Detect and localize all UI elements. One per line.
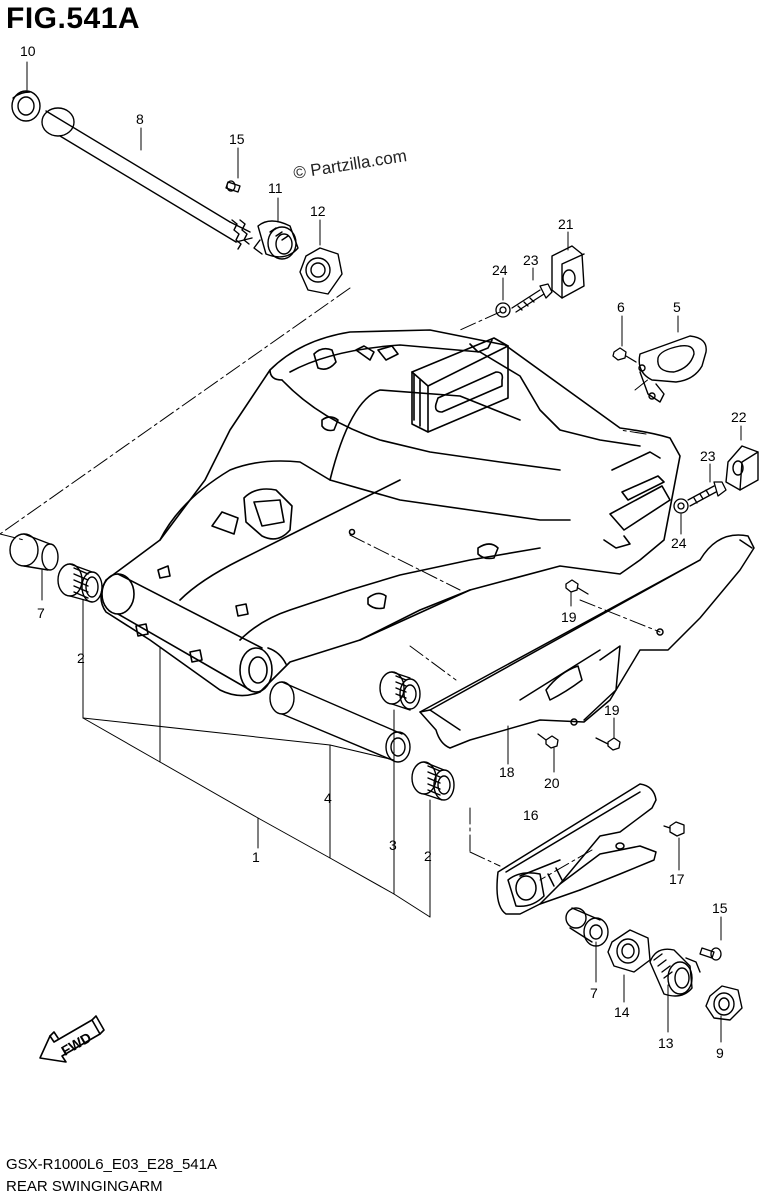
callout-9[interactable]: 9 [716,1045,724,1061]
part-13-adjuster [649,948,701,997]
part-20-bolt [537,733,559,749]
callout-21[interactable]: 21 [558,216,574,232]
callout-labels: 10 8 15 11 12 21 24 23 6 5 22 23 24 7 2 … [20,43,747,1061]
callout-19[interactable]: 19 [604,702,620,718]
leader-lines [26,61,742,1043]
part-2-bearing-right [411,761,455,801]
part-15-screw-bottom [699,947,722,961]
part-19-bolt-upper [565,579,589,595]
part-5-bracket [638,335,707,403]
part-2-bearing-left [57,563,103,603]
part-17-bolt [663,821,685,837]
callout-4[interactable]: 4 [324,790,332,806]
callout-7[interactable]: 7 [37,605,45,621]
callout-15[interactable]: 15 [229,131,245,147]
fwd-arrow-icon: FWD [39,1015,105,1063]
callout-20[interactable]: 20 [544,775,560,791]
callout-11[interactable]: 11 [268,180,283,196]
callout-17[interactable]: 17 [669,871,685,887]
callout-2[interactable]: 2 [424,848,432,864]
diagram-name: REAR SWINGINGARM [6,1178,163,1195]
callout-15[interactable]: 15 [712,900,728,916]
callout-14[interactable]: 14 [614,1004,630,1020]
swingarm-body [100,329,681,697]
part-7-collar-left [9,533,59,571]
part-24-nut-top [495,302,511,318]
model-code: GSX-R1000L6_E03_E28_541A [6,1156,217,1173]
part-23-bolt-right [687,481,727,507]
part-23-bolt-top [511,283,553,313]
callout-12[interactable]: 12 [310,203,326,219]
part-9-nut [705,985,743,1021]
part-24-nut-right [673,498,689,514]
part-4-spacer [269,681,411,763]
part-3-bearing [379,671,421,711]
callout-22[interactable]: 22 [731,409,747,425]
callout-5[interactable]: 5 [673,299,681,315]
callout-6[interactable]: 6 [617,299,625,315]
part-8-pivot-shaft [41,107,253,250]
part-18-chain-cover [419,534,755,749]
callout-24[interactable]: 24 [492,262,508,278]
callout-10[interactable]: 10 [20,43,36,59]
part-22-adjuster-block [725,445,759,491]
part-12-nut [299,247,343,295]
callout-1[interactable]: 1 [252,849,260,865]
part-7-collar-right [565,907,609,947]
part-14-nut [607,929,651,973]
fwd-label: FWD [58,1029,94,1059]
part-10-nut [11,90,41,122]
callout-13[interactable]: 13 [658,1035,674,1051]
callout-23[interactable]: 23 [523,252,539,268]
part-6-bolt [612,347,637,363]
callout-7[interactable]: 7 [590,985,598,1001]
callout-16[interactable]: 16 [523,807,539,823]
part-16-chain-guide [496,783,657,915]
callout-2[interactable]: 2 [77,650,85,666]
part-15-screw-top [225,180,241,193]
figure-title: FIG.541A [6,2,141,35]
callout-23[interactable]: 23 [700,448,716,464]
callout-8[interactable]: 8 [136,111,144,127]
part-19-bolt-lower [595,737,621,751]
callout-18[interactable]: 18 [499,764,515,780]
callout-24[interactable]: 24 [671,535,687,551]
callout-3[interactable]: 3 [389,837,397,853]
part-21-adjuster-block [551,245,585,299]
callout-19[interactable]: 19 [561,609,577,625]
part-11-adjuster [253,220,299,260]
